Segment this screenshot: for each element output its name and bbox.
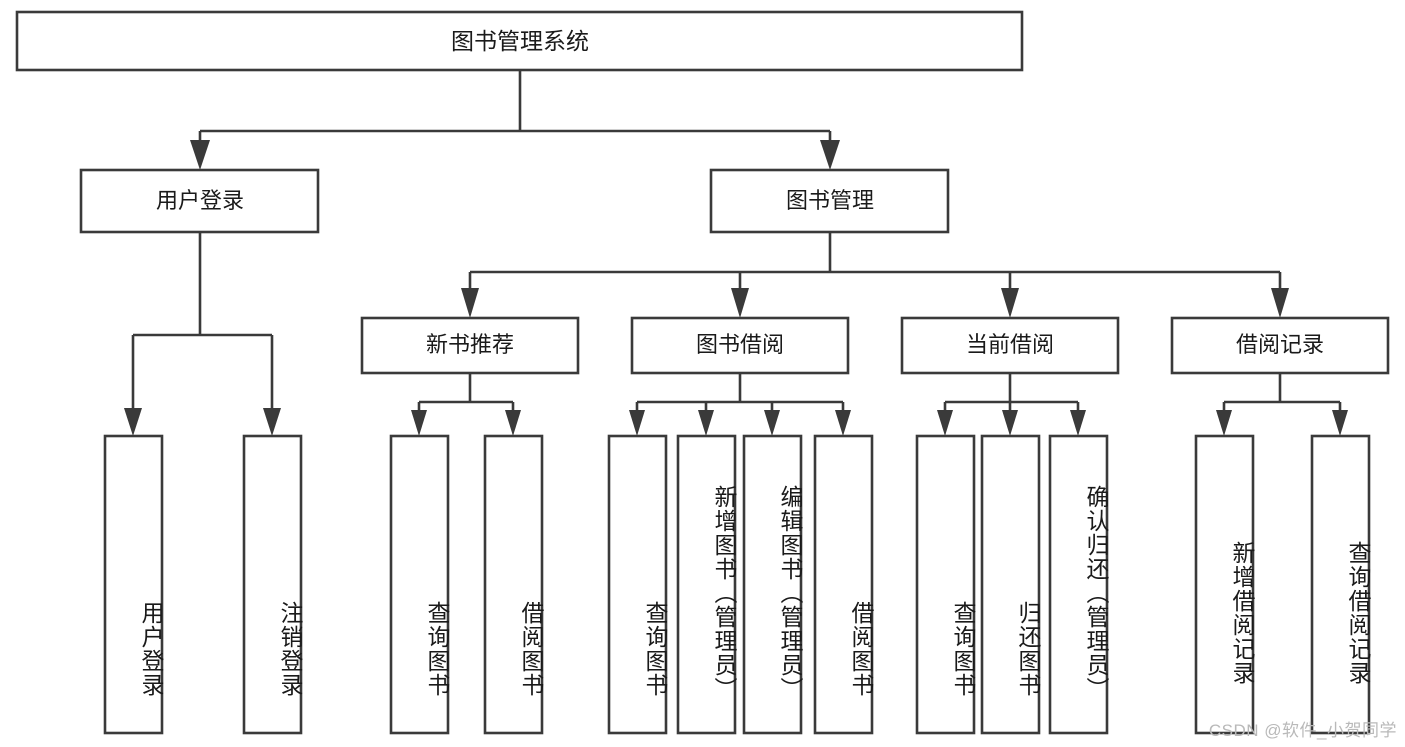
node-root-box[interactable] (15, 10, 1024, 72)
node-current-borrow-box[interactable] (900, 316, 1120, 375)
leaf-box-bb-edit[interactable] (742, 434, 803, 735)
arrowhead-nb-leaf-1 (411, 410, 427, 436)
node-label-book-mgmt: 图书管理 (786, 188, 874, 213)
arrowhead-cb-leaf-3 (1070, 410, 1086, 436)
node-user-login-box[interactable] (79, 168, 320, 234)
root-label: 图书管理系统 (451, 28, 589, 54)
arrowhead-cb-leaf-2 (1002, 410, 1018, 436)
node-borrow-record-box[interactable] (1170, 316, 1390, 375)
leaf-box-user-login[interactable] (103, 434, 164, 735)
arrowhead-leaf-logout (263, 408, 281, 436)
arrowhead-book-mgmt (820, 140, 840, 170)
leaf-box-br-add[interactable] (1194, 434, 1255, 735)
leaf-box-logout[interactable] (242, 434, 303, 735)
node-book-borrow-box[interactable] (630, 316, 850, 375)
leaf-box-bb-query[interactable] (607, 434, 668, 735)
arrowhead-new-book (461, 288, 479, 318)
arrowhead-br-leaf-1 (1216, 410, 1232, 436)
arrowhead-leaf-user-login (124, 408, 142, 436)
arrowhead-cb-leaf-1 (937, 410, 953, 436)
arrowhead-book-borrow (731, 288, 749, 318)
leaf-box-cb-query[interactable] (915, 434, 976, 735)
arrowhead-user-login (190, 140, 210, 170)
leaf-box-bb-add[interactable] (676, 434, 737, 735)
arrowhead-bb-leaf-4 (835, 410, 851, 436)
leaf-box-bb-borrow[interactable] (813, 434, 874, 735)
node-new-book-box[interactable] (360, 316, 580, 375)
arrowhead-nb-leaf-2 (505, 410, 521, 436)
leaf-box-nb-query[interactable] (389, 434, 450, 735)
leaf-box-cb-return[interactable] (980, 434, 1041, 735)
node-label-book-borrow: 图书借阅 (696, 332, 784, 357)
node-box-group (15, 10, 1390, 735)
arrowhead-bb-leaf-1 (629, 410, 645, 436)
node-book-mgmt-box[interactable] (709, 168, 950, 234)
arrowhead-br-leaf-2 (1332, 410, 1348, 436)
node-label-borrow-record: 借阅记录 (1236, 332, 1324, 357)
leaf-box-nb-borrow[interactable] (483, 434, 544, 735)
watermark-text: CSDN @软件_小贺同学 (1208, 721, 1397, 740)
leaf-box-br-query[interactable] (1310, 434, 1371, 735)
arrowhead-bb-leaf-2 (698, 410, 714, 436)
node-label-new-book: 新书推荐 (426, 332, 514, 357)
arrowhead-borrow-record (1271, 288, 1289, 318)
arrowhead-group (124, 140, 1348, 436)
arrowhead-bb-leaf-3 (764, 410, 780, 436)
leaf-box-cb-confirm[interactable] (1048, 434, 1109, 735)
node-label-current-borrow: 当前借阅 (966, 332, 1054, 357)
node-label-group: 图书管理系统 用户登录 图书管理 新书推荐 图书借阅 当前借阅 借阅记录 (156, 28, 1324, 357)
node-label-user-login: 用户登录 (156, 188, 244, 213)
arrowhead-current-borrow (1001, 288, 1019, 318)
